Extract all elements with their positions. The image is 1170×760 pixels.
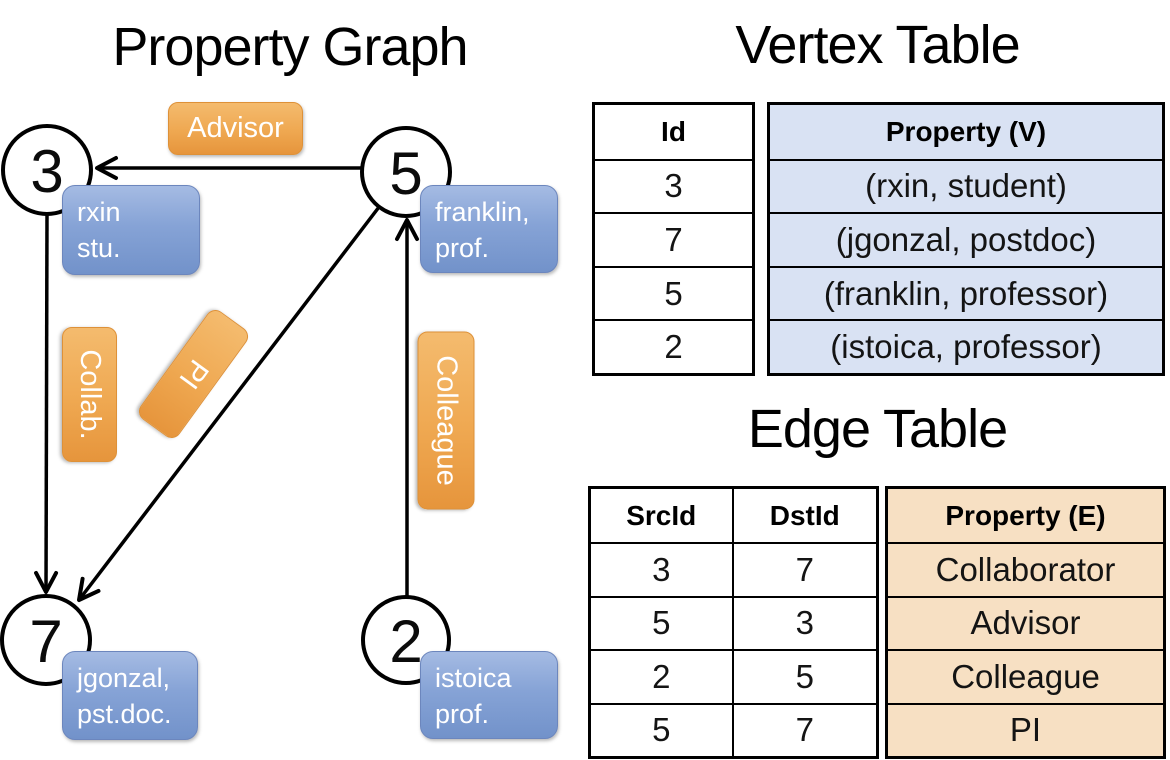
- vertex-id-2: 2: [389, 608, 422, 675]
- edge-table-cell-dstid: 5: [733, 649, 876, 702]
- vertex-table-cell-property: (jgonzal, postdoc): [770, 212, 1162, 266]
- edge-table-cell-property: Collaborator: [888, 542, 1163, 595]
- vertex-property-box-rxin: rxin stu.: [62, 185, 200, 275]
- vertex-table-title: Vertex Table: [735, 15, 1020, 75]
- vertex-property-line: prof.: [435, 233, 490, 263]
- vertex-property-box-istoica: istoica prof.: [420, 651, 558, 739]
- vertex-table-header-property: Property (V): [885, 115, 1047, 147]
- edge-table-header-srcid: SrcId: [591, 489, 734, 543]
- edge-label-collab: Collab.: [62, 327, 117, 462]
- vertex-id-5: 5: [389, 140, 422, 207]
- vertex-table-cell-property: (franklin, professor): [770, 265, 1162, 320]
- vertex-id-7: 7: [29, 608, 62, 675]
- vertex-property-line: prof.: [435, 699, 490, 729]
- edge-table-cell-srcid: 3: [591, 542, 734, 596]
- edge-table-cell-property: Advisor: [888, 595, 1163, 649]
- vertex-table-cell-id: 3: [595, 158, 752, 213]
- edge-table-title: Edge Table: [747, 399, 1008, 459]
- vertex-property-line: jgonzal,: [77, 663, 171, 693]
- vertex-table-cell-id: 5: [595, 265, 752, 320]
- vertex-property-line: istoica: [435, 663, 512, 693]
- property-graph-title: Property Graph: [112, 17, 468, 77]
- vertex-property-line: pst.doc.: [77, 699, 172, 729]
- vertex-table-cell-property: (rxin, student): [770, 158, 1162, 213]
- edge-table-cell-srcid: 2: [591, 649, 734, 703]
- vertex-property-box-jgonzal: jgonzal, pst.doc.: [62, 651, 198, 740]
- edge-table-cell-property: PI: [888, 702, 1163, 756]
- edge-label-advisor: Advisor: [168, 102, 303, 155]
- vertex-table-header-id: Id: [661, 115, 686, 147]
- edge-table-property-column: Property (E) Collaborator Advisor Collea…: [885, 486, 1166, 759]
- edge-table-cell-dstid: 7: [733, 542, 876, 595]
- vertex-property-box-franklin: franklin, prof.: [420, 185, 558, 273]
- edge-table-id-columns: SrcId DstId 3 7 5 3 2 5 5 7: [588, 486, 879, 759]
- vertex-table-cell-property: (istoica, professor): [770, 319, 1162, 373]
- vertex-table-property-column: Property (V) (rxin, student) (jgonzal, p…: [767, 102, 1165, 376]
- edge-table-header-dstid: DstId: [769, 499, 840, 531]
- edge-table-cell-srcid: 5: [591, 595, 734, 650]
- edge-collab-3-to-7: [34, 213, 59, 594]
- vertex-id-3: 3: [30, 138, 63, 205]
- edge-table-cell-dstid: 7: [733, 702, 876, 756]
- vertex-property-line: stu.: [77, 233, 121, 263]
- edge-table-cell-dstid: 3: [733, 595, 876, 649]
- vertex-table-cell-id: 2: [595, 319, 752, 373]
- edge-table-cell-srcid: 5: [591, 702, 734, 756]
- vertex-table-id-column: Id 3 7 5 2: [592, 102, 755, 376]
- edge-pi-5-to-7: [77, 205, 381, 602]
- vertex-property-line: rxin: [77, 197, 121, 227]
- vertex-table-cell-id: 7: [595, 212, 752, 266]
- edge-table-cell-property: Colleague: [888, 649, 1163, 702]
- edge-label-colleague: Colleague: [417, 331, 475, 510]
- edge-table-header-property: Property (E): [945, 499, 1106, 531]
- vertex-property-line: franklin,: [435, 197, 530, 227]
